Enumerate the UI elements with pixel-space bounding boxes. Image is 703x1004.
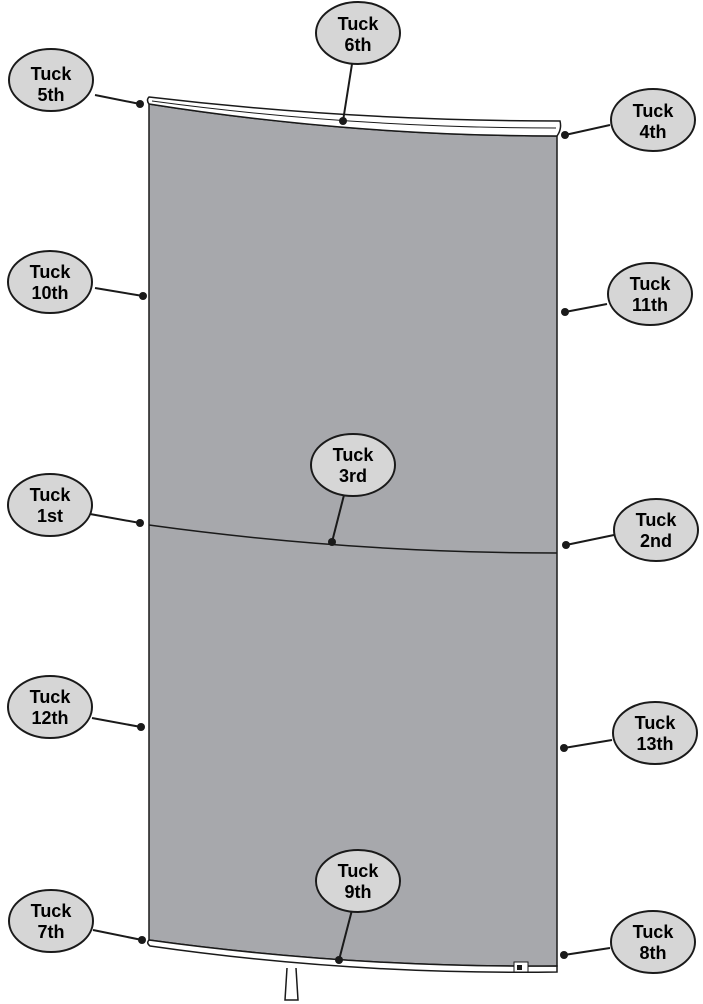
callout-word: Tuck <box>636 510 678 530</box>
callout-word: Tuck <box>31 901 73 921</box>
callout-order: 4th <box>640 122 667 142</box>
callout-tuck-6th: Tuck 6th <box>315 1 401 125</box>
callout-tuck-2nd: Tuck 2nd <box>562 498 699 562</box>
callout-word: Tuck <box>633 922 675 942</box>
middle-seam <box>148 524 558 554</box>
callout-tuck-7th: Tuck 7th <box>8 889 146 953</box>
callout-word: Tuck <box>30 687 72 707</box>
callout-order: 1st <box>37 506 63 526</box>
top-rail-edge <box>151 100 557 129</box>
callout-tuck-9th: Tuck 9th <box>315 849 401 964</box>
callout-order: 2nd <box>640 531 672 551</box>
fabric-panel <box>148 103 558 967</box>
callout-tuck-8th: Tuck 8th <box>560 910 696 974</box>
callout-tuck-5th: Tuck 5th <box>8 48 144 112</box>
callout-tuck-3rd: Tuck 3rd <box>310 433 396 546</box>
callout-word: Tuck <box>30 485 72 505</box>
callout-word: Tuck <box>630 274 672 294</box>
callout-word: Tuck <box>30 262 72 282</box>
callout-order: 3rd <box>339 466 367 486</box>
callout-order: 13th <box>636 734 673 754</box>
callout-word: Tuck <box>633 101 675 121</box>
callout-order: 7th <box>38 922 65 942</box>
callout-order: 11th <box>632 295 668 315</box>
callout-word: Tuck <box>338 14 380 34</box>
callout-tuck-11th: Tuck 11th <box>561 262 693 326</box>
callout-tuck-1st: Tuck 1st <box>7 473 144 537</box>
callout-tuck-4th: Tuck 4th <box>561 88 696 152</box>
callout-word: Tuck <box>635 713 677 733</box>
callout-order: 6th <box>345 35 372 55</box>
callout-tuck-12th: Tuck 12th <box>7 675 145 739</box>
callout-order: 10th <box>31 283 68 303</box>
connector-block-detail <box>517 965 522 970</box>
callout-word: Tuck <box>333 445 375 465</box>
callout-word: Tuck <box>31 64 73 84</box>
callout-order: 9th <box>345 882 372 902</box>
callout-order: 12th <box>31 708 68 728</box>
callout-order: 8th <box>640 943 667 963</box>
callout-tuck-10th: Tuck 10th <box>7 250 147 314</box>
stand-foot <box>284 967 299 1001</box>
callout-tuck-13th: Tuck 13th <box>560 701 698 765</box>
callout-word: Tuck <box>338 861 380 881</box>
callout-order: 5th <box>38 85 65 105</box>
